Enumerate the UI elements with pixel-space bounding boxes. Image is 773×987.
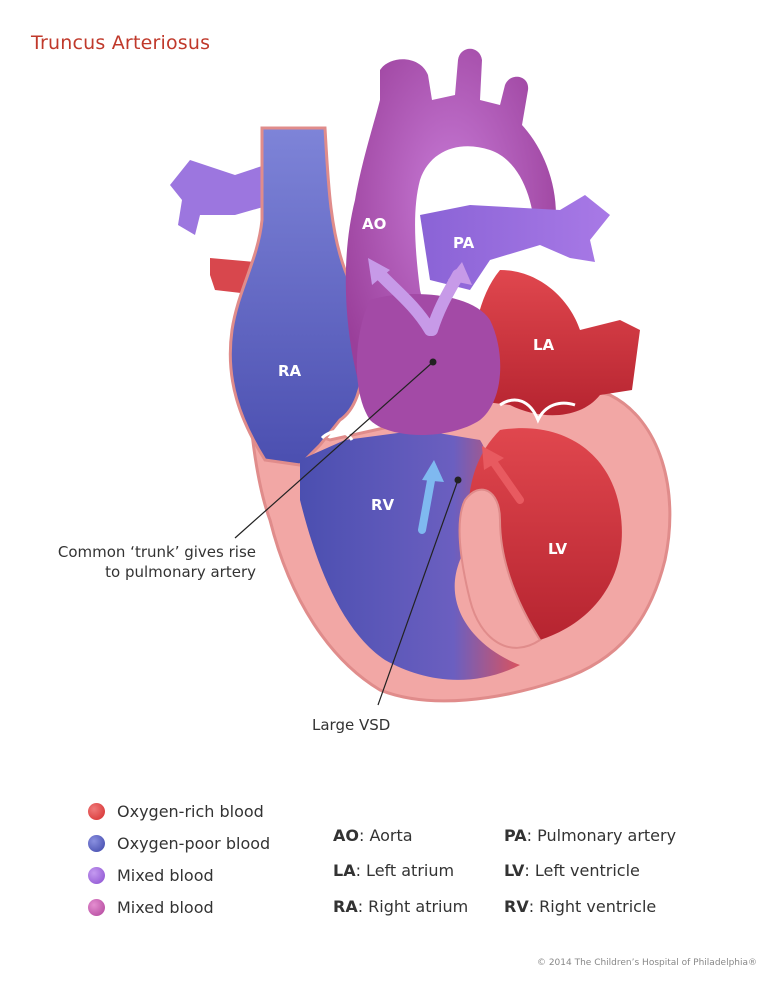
label-ra: RA [278, 362, 302, 380]
label-rv: RV [371, 496, 395, 514]
label-la: LA [533, 336, 555, 354]
legend-item-oxygen-rich: Oxygen-rich blood [88, 802, 264, 821]
abbr-lv: LV: Left ventricle [504, 861, 640, 880]
legend-label: Mixed blood [117, 898, 214, 917]
trunk-leader-line [234, 361, 434, 539]
page-title: Truncus Arteriosus [31, 32, 211, 54]
pulmonary-artery [420, 195, 610, 290]
copyright: © 2014 The Children’s Hospital of Philad… [536, 958, 757, 968]
legend-swatch-purple [88, 867, 105, 884]
tricuspid-valve [320, 430, 354, 441]
septum [458, 488, 542, 649]
left-atrium [470, 270, 640, 416]
trunk-callout: Common ‘trunk’ gives rise to pulmonary a… [30, 542, 256, 582]
abbr-ra: RA: Right atrium [333, 897, 469, 916]
left-pulmonary-branch [170, 160, 270, 235]
rich-flow-arrowhead [482, 446, 504, 470]
label-pa: PA [453, 234, 475, 252]
right-ventricle [300, 430, 520, 680]
vsd-leader-line [377, 479, 459, 706]
legend-swatch-red [88, 803, 105, 820]
legend-item-oxygen-poor: Oxygen-poor blood [88, 834, 270, 853]
abbr-ao: AO: Aorta [333, 826, 413, 845]
label-ao: AO [362, 215, 387, 233]
legend-item-mixed-purple: Mixed blood [88, 866, 214, 885]
poor-flow-arrowhead [422, 460, 444, 482]
abbr-la: LA: Left atrium [333, 861, 455, 880]
mitral-valve [499, 398, 576, 424]
trunk-callout-line2: to pulmonary artery [105, 563, 256, 581]
mixed-flow-arrowhead-right [448, 262, 472, 285]
legend-label: Oxygen-poor blood [117, 834, 271, 853]
legend-swatch-magenta [88, 899, 105, 916]
trunk-root [356, 294, 501, 435]
legend-item-mixed-magenta: Mixed blood [88, 898, 214, 917]
trunk-leader-dot [429, 358, 437, 366]
rich-flow-arrow [488, 456, 524, 504]
mixed-flow-arrowhead-left [368, 258, 390, 285]
label-lv: LV [548, 540, 568, 558]
abbr-pa: PA: Pulmonary artery [504, 826, 677, 845]
legend-label: Oxygen-rich blood [117, 802, 264, 821]
abbr-rv: RV: Right ventricle [504, 897, 657, 916]
trunk-callout-line1: Common ‘trunk’ gives rise [57, 543, 256, 561]
right-atrium [228, 126, 365, 467]
poor-flow-arrow [418, 471, 436, 534]
vsd-callout: Large VSD [312, 716, 391, 734]
legend-label: Mixed blood [117, 866, 214, 885]
mixed-flow-arrow-left [372, 266, 436, 336]
vsd-leader-dot [454, 476, 462, 484]
legend-swatch-blue [88, 835, 105, 852]
